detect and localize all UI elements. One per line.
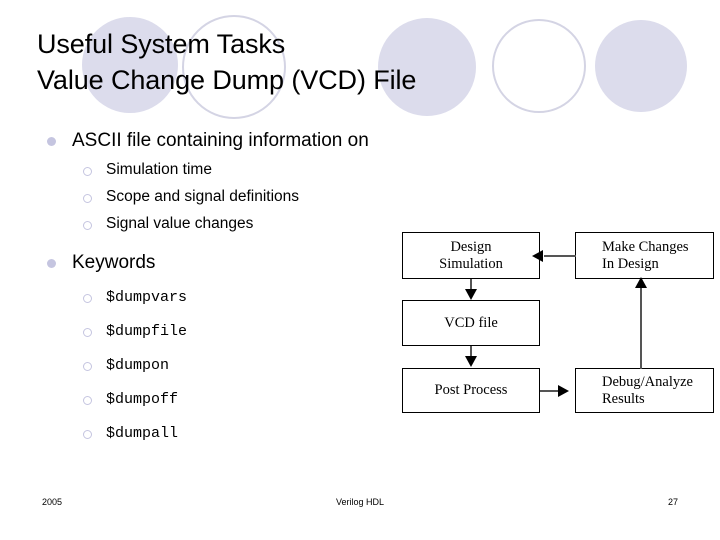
keyword-label: $dumpfile	[106, 323, 188, 340]
decorative-circle-filled-2	[378, 18, 476, 116]
slide-footer: 2005 Verilog HDL 27	[0, 492, 720, 512]
keyword-label: $dumpoff	[106, 391, 179, 408]
flow-edge-debug-to-make-changes	[640, 287, 642, 369]
bullet-heading-row-keywords: Keywords	[40, 250, 440, 275]
arrow-left-icon	[532, 250, 543, 262]
sub-bullet-label: Scope and signal definitions	[106, 188, 300, 205]
sub-bullet-list-keywords: $dumpvars $dumpfile $dumpon $dumpoff $du…	[40, 287, 440, 444]
sub-bullet-label: Simulation time	[106, 161, 212, 178]
bullet-marker-hollow-icon	[83, 396, 92, 405]
bullet-heading-ascii: ASCII file containing information on	[72, 130, 369, 151]
flow-box-line-1: VCD file	[444, 314, 498, 331]
list-item: Scope and signal definitions	[40, 186, 440, 207]
list-item: $dumpall	[40, 423, 440, 444]
flow-box-line-2: In Design	[602, 255, 659, 272]
flow-edge-make-changes-to-design	[544, 255, 576, 257]
bullet-heading-keywords: Keywords	[72, 252, 156, 273]
flow-edge-design-to-vcd	[470, 279, 472, 293]
flow-box-line-1: Design	[450, 238, 492, 255]
list-item: $dumpoff	[40, 389, 440, 410]
sub-bullet-label: Signal value changes	[106, 215, 254, 232]
vcd-flow-diagram: Design Simulation VCD file Post Process …	[395, 225, 717, 415]
flow-box-post-process: Post Process	[402, 368, 540, 413]
flow-box-design-simulation: Design Simulation	[402, 232, 540, 279]
list-item: $dumpfile	[40, 321, 440, 342]
keyword-label: $dumpall	[106, 425, 179, 442]
slide-title-line-2: Value Change Dump (VCD) File	[37, 65, 417, 95]
keyword-label: $dumpon	[106, 357, 170, 374]
keyword-label: $dumpvars	[106, 289, 188, 306]
list-item: Signal value changes	[40, 213, 440, 234]
footer-page-number: 27	[667, 497, 678, 507]
arrow-up-icon	[635, 277, 647, 288]
bullet-marker-hollow-icon	[83, 328, 92, 337]
list-item: Simulation time	[40, 159, 440, 180]
arrow-right-icon	[558, 385, 569, 397]
decorative-circle-outline-2	[492, 19, 586, 113]
arrow-down-icon	[465, 356, 477, 367]
slide-title-line-1: Useful System Tasks	[37, 29, 286, 59]
decorative-circle-outline-1	[182, 15, 286, 119]
flow-edge-vcd-to-post-process	[470, 346, 472, 360]
bullet-group-keywords: Keywords $dumpvars $dumpfile $dumpon $d	[40, 250, 440, 444]
list-item: $dumpvars	[40, 287, 440, 308]
bullet-marker-hollow-icon	[83, 430, 92, 439]
flow-box-line-1: Post Process	[434, 382, 508, 398]
slide-title: Useful System Tasks Value Change Dump (V…	[37, 26, 597, 98]
bullet-marker-hollow-icon	[83, 294, 92, 303]
decorative-circle-filled-1	[82, 17, 178, 113]
flow-edge-post-process-to-debug	[540, 390, 562, 392]
flow-box-line-2: Simulation	[439, 255, 503, 272]
footer-center-text: Verilog HDL	[335, 497, 385, 507]
flow-box-line-1: Debug/Analyze	[602, 373, 693, 390]
bullet-marker-hollow-icon	[83, 167, 92, 176]
flow-box-line-1: Make Changes	[602, 238, 689, 255]
list-item: $dumpon	[40, 355, 440, 376]
arrow-down-icon	[465, 289, 477, 300]
sub-bullet-list-ascii: Simulation time Scope and signal definit…	[40, 159, 440, 234]
flow-box-line-2: Results	[602, 390, 645, 407]
slide-body: ASCII file containing information on Sim…	[40, 128, 440, 457]
bullet-marker-filled-icon	[47, 137, 56, 146]
bullet-group-ascii: ASCII file containing information on	[40, 128, 440, 153]
decorative-circle-filled-3	[595, 20, 687, 112]
bullet-marker-filled-icon	[47, 259, 56, 268]
flow-box-make-changes-in-design: Make Changes In Design	[575, 232, 714, 279]
bullet-marker-hollow-icon	[83, 362, 92, 371]
flow-box-vcd-file: VCD file	[402, 300, 540, 346]
flow-box-debug-analyze-results: Debug/Analyze Results	[575, 368, 714, 413]
bullet-marker-hollow-icon	[83, 194, 92, 203]
footer-date: 2005	[42, 497, 63, 507]
bullet-marker-hollow-icon	[83, 221, 92, 230]
